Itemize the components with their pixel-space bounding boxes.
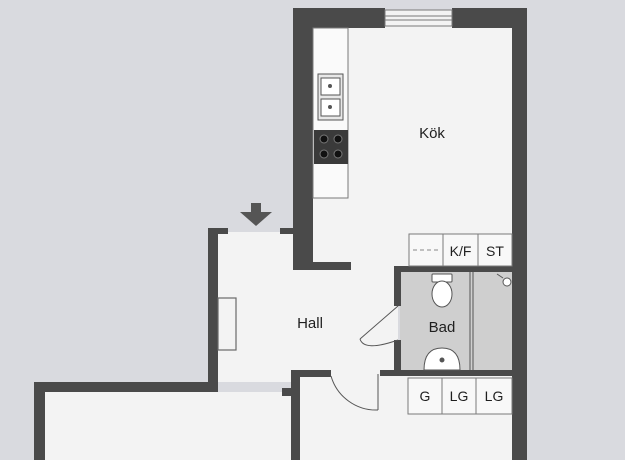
kitchen-top-wall-left — [293, 8, 385, 28]
kitchen-left-wall — [293, 8, 313, 270]
bath-bottom-wall — [380, 370, 514, 376]
hall-top-wall-left — [208, 228, 228, 234]
washbasin-icon — [423, 347, 461, 371]
entrance-arrow-icon — [240, 203, 272, 226]
passage-door-swing — [330, 374, 379, 411]
lower-room-top-wall — [34, 382, 218, 392]
lower-room-right-wall-stub — [282, 388, 294, 396]
stove-icon — [314, 130, 348, 164]
toilet-icon — [431, 273, 453, 308]
kitchen-bottom-wall-stub — [293, 262, 351, 270]
hall-top-wall-right — [280, 228, 300, 234]
lg-cabinet-label-2: LG — [485, 388, 504, 404]
shower-area — [469, 272, 474, 370]
walls — [34, 8, 527, 460]
hall-closet — [217, 297, 237, 351]
passage-left-wall — [291, 370, 300, 460]
hall-left-wall — [208, 228, 218, 388]
kitchen-label: Kök — [419, 125, 445, 142]
bathroom-label: Bad — [429, 319, 456, 336]
kitchen-window — [384, 9, 453, 27]
kitchen-top-wall-right — [452, 8, 527, 28]
lower-room-left-wall — [34, 382, 45, 460]
hall-label: Hall — [297, 315, 323, 332]
lower-cabinets — [407, 377, 513, 415]
lower-room-floor — [44, 392, 294, 460]
sink-icon — [317, 73, 344, 121]
bathroom-door-swing — [359, 305, 399, 347]
lg-cabinet-label-1: LG — [450, 388, 469, 404]
passage-top-wall — [291, 370, 331, 377]
bath-left-wall-lower — [394, 340, 401, 376]
right-outer-wall — [512, 8, 527, 460]
storage-label: ST — [486, 243, 504, 259]
fridge-freezer-label: K/F — [450, 243, 472, 259]
bath-top-wall — [394, 266, 514, 272]
kitchen-appliance-units — [408, 233, 513, 267]
bath-left-wall-upper — [394, 266, 401, 306]
g-cabinet-label: G — [420, 388, 431, 404]
shower-head-icon — [496, 273, 512, 287]
